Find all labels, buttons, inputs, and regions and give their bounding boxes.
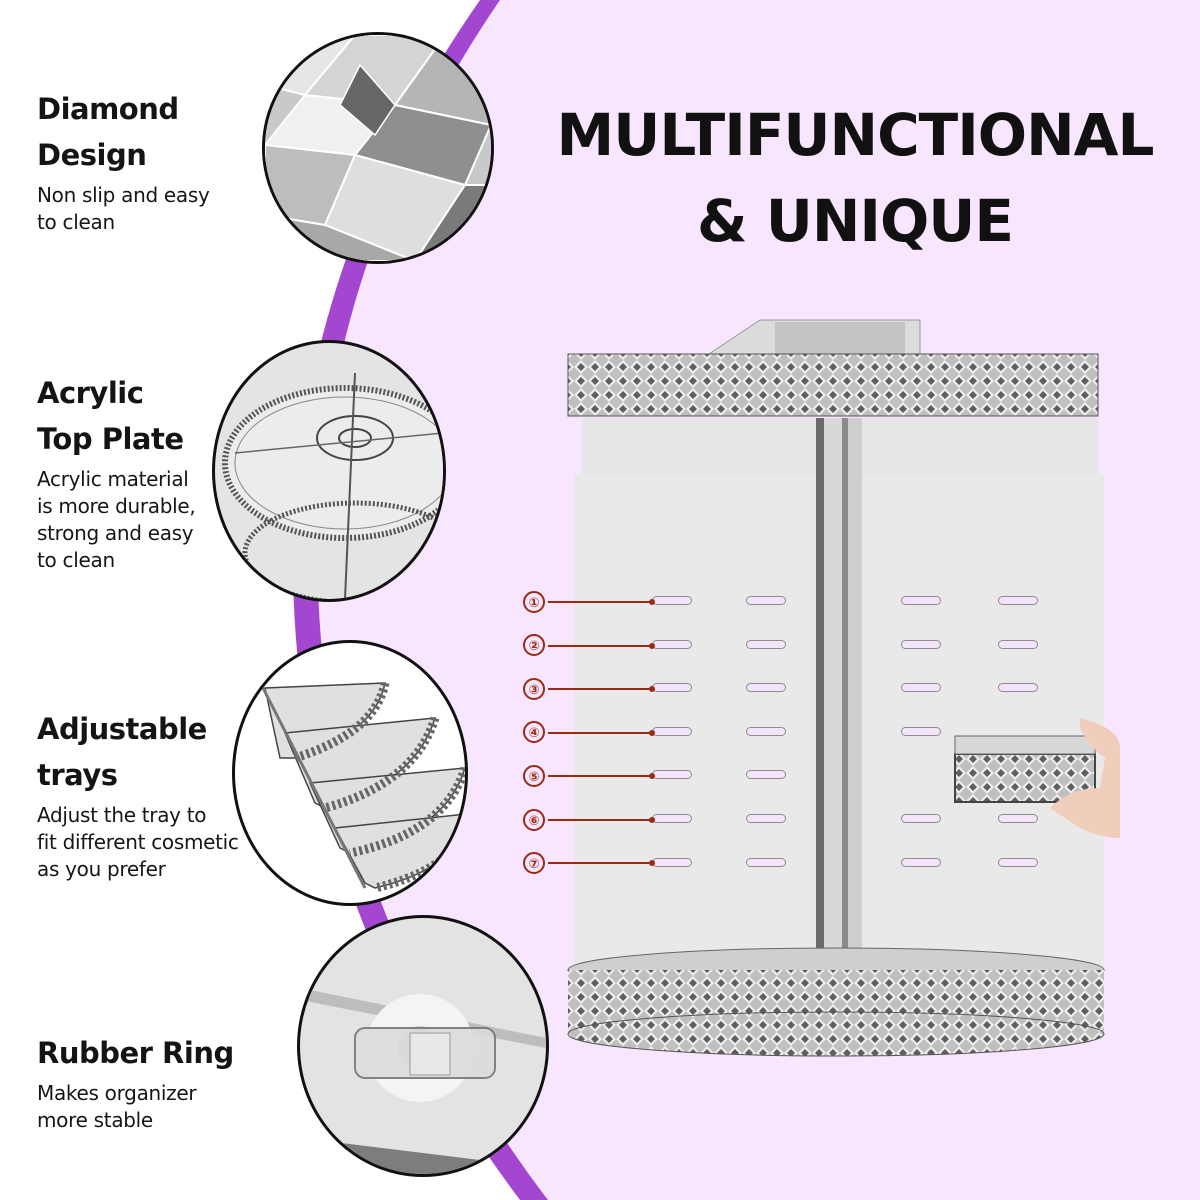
feature-acrylic-top-plate: Acrylic Top Plate Acrylic material is mo…	[37, 370, 267, 574]
shelf-slot	[652, 596, 692, 605]
product-organizer-image	[560, 318, 1120, 1098]
shelf-slot	[746, 596, 786, 605]
tray-position-leader-line	[548, 860, 655, 866]
tray-position-leader-line	[548, 686, 655, 692]
feature-title: Diamond Design	[37, 86, 267, 178]
shelf-slot	[998, 596, 1038, 605]
headline-line-1: MULTIFUNCTIONAL	[556, 101, 1155, 169]
shelf-slot	[901, 640, 941, 649]
feature-title-line: Rubber Ring	[37, 1036, 234, 1070]
shelf-slot	[652, 683, 692, 692]
adjustable-trays-closeup-image	[232, 640, 468, 906]
rubber-ring-icon	[300, 988, 546, 1174]
feature-adjustable-trays: Adjustable trays Adjust the tray to fit …	[37, 706, 267, 883]
tray-position-leader-line	[548, 643, 655, 649]
shelf-slot	[746, 640, 786, 649]
headline-line-2: & UNIQUE	[696, 187, 1014, 255]
tray-position-marker-2: ②	[523, 634, 545, 656]
tray-position-marker-3: ③	[523, 678, 545, 700]
feature-title-line: Adjustable	[37, 712, 207, 746]
shelf-slot	[652, 727, 692, 736]
tray-position-marker-7: ⑦	[523, 852, 545, 874]
tray-position-marker-4: ④	[523, 721, 545, 743]
feature-desc-line: to clean	[37, 548, 115, 572]
shelf-slot	[901, 683, 941, 692]
acrylic-top-plate-closeup-image	[212, 340, 446, 602]
shelf-slot	[652, 814, 692, 823]
feature-description: Non slip and easy to clean	[37, 182, 267, 236]
tray-position-leader-line	[548, 817, 655, 823]
feature-desc-line: to clean	[37, 210, 115, 234]
feature-desc-line: Adjust the tray to	[37, 803, 207, 827]
feature-title-line: Design	[37, 138, 147, 172]
shelf-slot	[998, 814, 1038, 823]
feature-title-line: Acrylic	[37, 376, 144, 410]
feature-title-line: Top Plate	[37, 422, 184, 456]
feature-desc-line: strong and easy	[37, 521, 194, 545]
feature-rubber-ring: Rubber Ring Makes organizer more stable	[37, 1030, 267, 1134]
shelf-slot	[901, 596, 941, 605]
shelf-slot	[998, 683, 1038, 692]
trays-icon	[261, 681, 465, 893]
feature-description: Acrylic material is more durable, strong…	[37, 466, 267, 574]
feature-description: Adjust the tray to fit different cosmeti…	[37, 802, 267, 883]
feature-desc-line: as you prefer	[37, 857, 166, 881]
shelf-slot	[746, 814, 786, 823]
feature-desc-line: Non slip and easy	[37, 183, 210, 207]
feature-desc-line: is more durable,	[37, 494, 196, 518]
feature-desc-line: Acrylic material	[37, 467, 189, 491]
feature-title: Acrylic Top Plate	[37, 370, 267, 462]
rubber-ring-closeup-image	[297, 915, 549, 1177]
tray-position-leader-line	[548, 730, 655, 736]
tray-position-marker-1: ①	[523, 591, 545, 613]
shelf-slot	[746, 770, 786, 779]
shelf-slot	[652, 770, 692, 779]
shelf-slot	[652, 858, 692, 867]
page-headline: MULTIFUNCTIONAL & UNIQUE	[540, 92, 1170, 264]
feature-description: Makes organizer more stable	[37, 1080, 267, 1134]
shelf-slot	[652, 640, 692, 649]
shelf-slot	[998, 858, 1038, 867]
feature-desc-line: more stable	[37, 1108, 153, 1132]
shelf-slot	[746, 727, 786, 736]
diamond-facets-icon	[265, 35, 491, 261]
shelf-slot	[901, 814, 941, 823]
tray-position-leader-line	[548, 599, 655, 605]
shelf-slot	[746, 858, 786, 867]
feature-desc-line: fit different cosmetic	[37, 830, 239, 854]
feature-title-line: Diamond	[37, 92, 179, 126]
shelf-slot	[746, 683, 786, 692]
feature-title: Rubber Ring	[37, 1030, 267, 1076]
feature-title-line: trays	[37, 758, 118, 792]
shelf-slot	[901, 858, 941, 867]
tray-position-leader-line	[548, 773, 655, 779]
feature-desc-line: Makes organizer	[37, 1081, 197, 1105]
feature-diamond-design: Diamond Design Non slip and easy to clea…	[37, 86, 267, 236]
tray-position-marker-5: ⑤	[523, 765, 545, 787]
shelf-slot	[901, 727, 941, 736]
diamond-design-closeup-image	[262, 32, 494, 264]
feature-title: Adjustable trays	[37, 706, 267, 798]
organizer-body-icon	[567, 319, 1120, 1057]
top-plate-icon	[222, 372, 443, 599]
tray-position-marker-6: ⑥	[523, 809, 545, 831]
shelf-slot	[998, 640, 1038, 649]
